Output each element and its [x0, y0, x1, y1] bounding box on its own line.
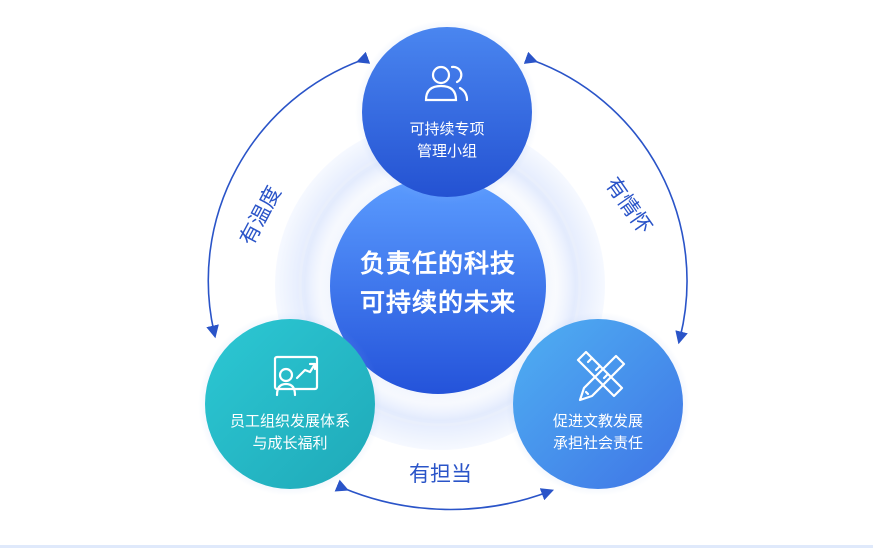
right-node	[513, 319, 683, 489]
left-node-label-line2: 与成长福利	[252, 434, 328, 452]
arc-label-bottom: 有担当	[409, 462, 472, 486]
arc-right	[523, 51, 688, 345]
arc-left	[206, 51, 371, 339]
top-node	[362, 27, 532, 197]
left-node	[205, 319, 375, 489]
center-circle	[330, 178, 546, 394]
center-title-line2: 可持续的未来	[359, 288, 516, 317]
top-node-label-line2: 管理小组	[416, 142, 477, 160]
bottom-divider	[0, 545, 873, 548]
top-node-label-line1: 可持续专项	[409, 120, 485, 138]
center-title-line1: 负责任的科技	[359, 249, 516, 278]
right-node-label-line1: 促进文教发展	[552, 412, 643, 430]
right-node-label-line2: 承担社会责任	[552, 434, 643, 452]
left-node-label-line1: 员工组织发展体系	[229, 412, 350, 430]
users-icon	[424, 65, 469, 102]
arc-bottom	[334, 479, 555, 511]
ruler-pencil-icon	[576, 350, 626, 402]
growth-chart-icon	[273, 355, 319, 397]
